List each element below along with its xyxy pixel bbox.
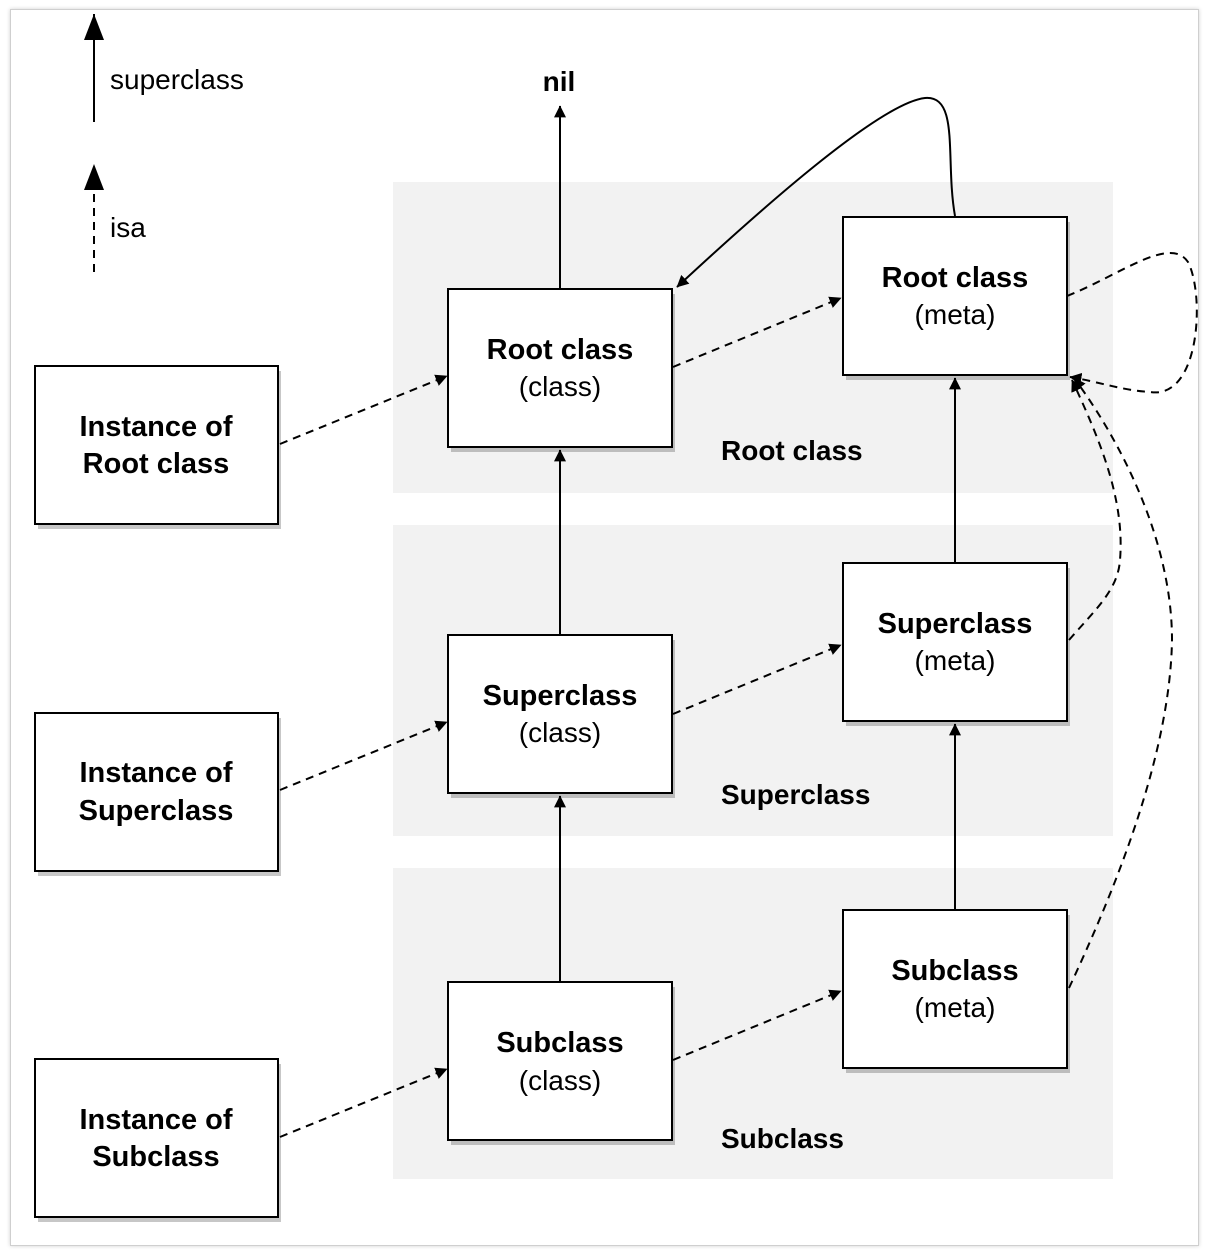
rootclass-meta-line2: (meta) (915, 299, 996, 330)
legend-superclass-label: superclass (110, 64, 244, 95)
legend: superclass isa (84, 14, 244, 272)
instance-super-line1: Instance of (79, 757, 232, 789)
instance-root-box: Instance of Root class (34, 365, 281, 529)
isa-rootclass-to-rootmeta (672, 296, 842, 368)
nil-label: nil (543, 66, 576, 97)
superclass-meta-line1: Superclass (878, 608, 1033, 640)
isa-rootmeta-self (1066, 251, 1198, 394)
isa-instance-root (279, 374, 448, 445)
instance-sub-line2: Subclass (92, 1141, 219, 1173)
instance-super-box: Instance of Superclass (34, 712, 281, 876)
subclass-class-line2: (class) (519, 1065, 601, 1096)
superclass-class-line1: Superclass (483, 680, 638, 712)
isa-superclass-to-rootmeta (672, 643, 842, 715)
isa-submeta-to-rootmeta (1068, 377, 1174, 989)
rootclass-class-box: Root class (class) (447, 288, 675, 452)
superclass-meta-line2: (meta) (915, 645, 996, 676)
edge-rootmeta-to-rootclass (676, 96, 956, 288)
instance-sub-box: Instance of Subclass (34, 1058, 281, 1222)
legend-isa-arrowhead (84, 164, 104, 190)
instance-root-line2: Root class (83, 448, 230, 480)
superclass-meta-box: Superclass (meta) (842, 562, 1070, 726)
rootclass-meta-line1: Root class (882, 262, 1029, 294)
band-label-subclass: Subclass (721, 1123, 844, 1154)
subclass-meta-line1: Subclass (891, 955, 1018, 987)
legend-isa-label: isa (110, 212, 146, 243)
isa-instance-sub (279, 1067, 448, 1138)
isa-supermeta-to-rootmeta (1068, 379, 1122, 641)
subclass-meta-box: Subclass (meta) (842, 909, 1070, 1073)
rootclass-class-line2: (class) (519, 371, 601, 402)
rootclass-meta-box: Root class (meta) (842, 216, 1070, 380)
superclass-class-box: Superclass (class) (447, 634, 675, 798)
instance-root-line1: Instance of (79, 411, 232, 443)
subclass-class-line1: Subclass (496, 1027, 623, 1059)
instance-sub-line1: Instance of (79, 1104, 232, 1136)
superclass-class-line2: (class) (519, 717, 601, 748)
instance-super-line2: Superclass (79, 795, 234, 827)
isa-subclass-to-submeta (672, 989, 842, 1061)
rootclass-class-line1: Root class (487, 334, 634, 366)
band-label-superclass: Superclass (721, 779, 870, 810)
legend-superclass-arrowhead (84, 14, 104, 40)
subclass-meta-line2: (meta) (915, 992, 996, 1023)
band-label-root: Root class (721, 435, 863, 466)
subclass-class-box: Subclass (class) (447, 981, 675, 1145)
isa-instance-super (279, 720, 448, 791)
